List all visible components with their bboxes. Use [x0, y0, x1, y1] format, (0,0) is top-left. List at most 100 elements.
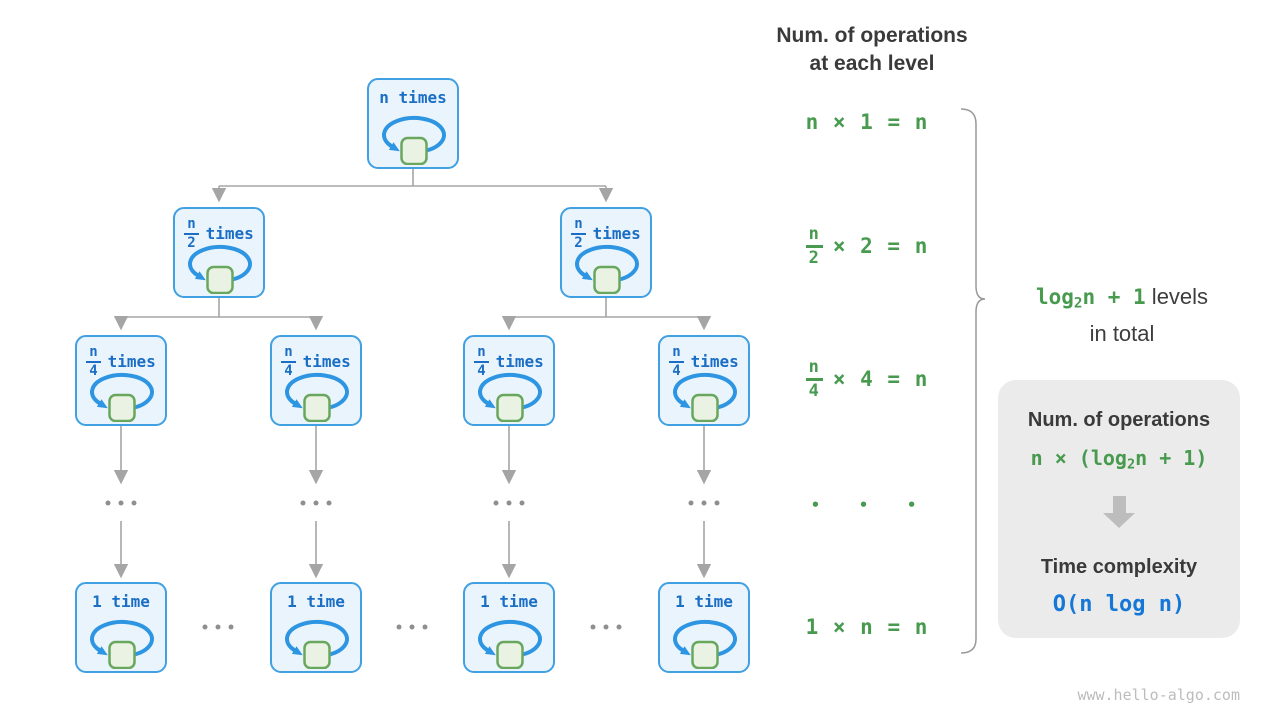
fraction-denominator: 4	[284, 362, 293, 379]
node-label: 1 time	[77, 592, 165, 611]
formula-suffix: n + 1)	[1135, 446, 1208, 470]
label-text: 1 time	[675, 592, 733, 611]
label-text: 1 time	[287, 592, 345, 611]
times-word: times	[690, 352, 739, 372]
log-subscript: 2	[1073, 295, 1083, 312]
tree-node: n times	[367, 78, 459, 169]
times-word: times	[205, 224, 254, 244]
levels-count-formula: log2n + 1	[1035, 285, 1146, 312]
fraction-denominator: 2	[574, 234, 583, 251]
levels-note-line1: log2n + 1 levels	[992, 282, 1252, 319]
column-ellipsis-dots	[105, 500, 720, 506]
fraction-denominator: 4	[477, 362, 486, 379]
node-label: 1 time	[272, 592, 360, 611]
fraction-denominator: 4	[672, 362, 681, 379]
formula-prefix: n × (log	[1030, 446, 1127, 470]
fraction-numerator: n	[474, 345, 489, 363]
loop-icon	[285, 373, 349, 422]
loop-icon	[188, 245, 252, 294]
loop-icon	[575, 245, 639, 294]
ops-formula-text: 1 × n = n	[805, 615, 929, 639]
loop-icon	[285, 620, 349, 669]
loop-icon	[90, 620, 154, 669]
tree-node: 1 time	[270, 582, 362, 673]
tree-node: 1 time	[463, 582, 555, 673]
fraction-numerator: n	[805, 225, 823, 248]
ops-formula-level2: n 2 × 2 = n	[767, 225, 967, 267]
ops-header: Num. of operations at each level	[742, 22, 1002, 78]
big-o-complexity: O(n log n)	[1052, 592, 1186, 618]
connector-level3-to-bottom	[113, 426, 712, 579]
fraction-denominator: 4	[808, 380, 820, 401]
fraction-denominator: 4	[89, 362, 98, 379]
tree-node: 1 time	[75, 582, 167, 673]
down-arrow-icon	[1103, 496, 1135, 529]
times-word: times	[302, 352, 351, 372]
times-word: times	[107, 352, 156, 372]
fraction-denominator: 2	[187, 234, 196, 251]
watermark: www.hello-algo.com	[1077, 686, 1240, 704]
ops-formula-text: × 2 = n	[832, 234, 929, 259]
tree-node: 1 time	[658, 582, 750, 673]
fraction-numerator: n	[805, 358, 823, 381]
loop-icon	[478, 620, 542, 669]
ops-ellipsis: • • •	[767, 496, 967, 514]
summary-subtitle: Time complexity	[1040, 556, 1198, 579]
levels-word: levels	[1145, 284, 1209, 309]
ops-formula-bottom: 1 × n = n	[767, 615, 967, 639]
ops-formula-text: × 4 = n	[832, 367, 929, 392]
log-text: log	[1035, 285, 1074, 309]
ellipsis-text: • • •	[810, 496, 924, 514]
levels-brace	[960, 108, 986, 654]
times-word: times	[592, 224, 641, 244]
arrow-head	[1103, 513, 1135, 529]
fraction-numerator: n	[281, 345, 296, 363]
formula-suffix: n + 1	[1082, 285, 1146, 309]
fraction: n 2	[805, 225, 823, 268]
ops-header-line2: at each level	[809, 52, 935, 75]
label-text: n times	[379, 88, 447, 107]
log-subscript: 2	[1126, 456, 1136, 473]
fraction-numerator: n	[184, 217, 199, 235]
node-label: n times	[369, 88, 457, 107]
fraction-numerator: n	[669, 345, 684, 363]
fraction-denominator: 2	[808, 247, 820, 268]
bottom-row-ellipsis-dots	[202, 624, 622, 630]
node-label: 1 time	[465, 592, 553, 611]
loop-icon	[673, 620, 737, 669]
ops-formula-text: n × 1 = n	[805, 110, 929, 134]
loop-icon	[382, 116, 446, 165]
times-word: times	[495, 352, 544, 372]
label-text: 1 time	[480, 592, 538, 611]
ops-formula-level3: n 4 × 4 = n	[767, 358, 967, 400]
connector-level1-to-level2	[211, 169, 614, 203]
loop-icon	[90, 373, 154, 422]
loop-icon	[673, 373, 737, 422]
label-text: 1 time	[92, 592, 150, 611]
summary-card: Num. of operations n × (log2n + 1) Time …	[998, 380, 1240, 638]
fraction: n 4	[805, 358, 823, 401]
fraction-numerator: n	[86, 345, 101, 363]
ops-formula-level1: n × 1 = n	[767, 110, 967, 134]
arrow-shaft	[1112, 496, 1126, 514]
node-label: 1 time	[660, 592, 748, 611]
